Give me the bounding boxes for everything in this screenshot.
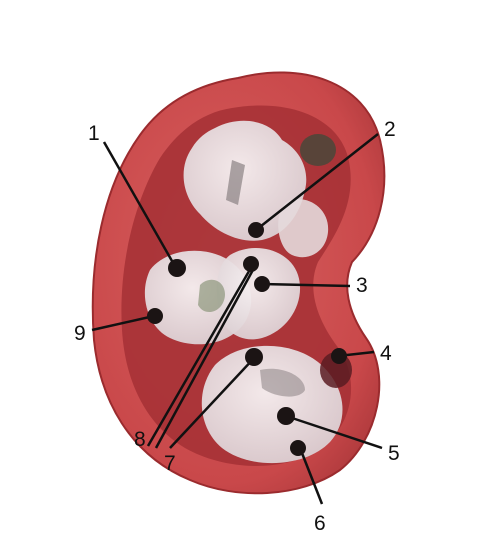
marker-dot-5 <box>277 407 295 425</box>
callout-label-4: 4 <box>380 342 392 365</box>
marker-dot-2 <box>248 222 264 238</box>
marker-dot-7 <box>245 348 263 366</box>
callout-label-3: 3 <box>356 274 368 297</box>
dark-pocket-upper <box>300 134 336 166</box>
callout-label-7: 7 <box>164 452 176 475</box>
callout-label-2: 2 <box>384 118 396 141</box>
marker-dot-9 <box>147 308 163 324</box>
callout-label-1: 1 <box>88 122 100 145</box>
callout-label-9: 9 <box>74 322 86 345</box>
callout-label-8: 8 <box>134 428 146 451</box>
marker-dot-3a <box>243 256 259 272</box>
marker-dot-4 <box>331 348 347 364</box>
marker-dot-6 <box>290 440 306 456</box>
callout-label-6: 6 <box>314 512 326 535</box>
marker-dot-3b <box>254 276 270 292</box>
callout-label-5: 5 <box>388 442 400 465</box>
marker-dot-1 <box>168 259 186 277</box>
